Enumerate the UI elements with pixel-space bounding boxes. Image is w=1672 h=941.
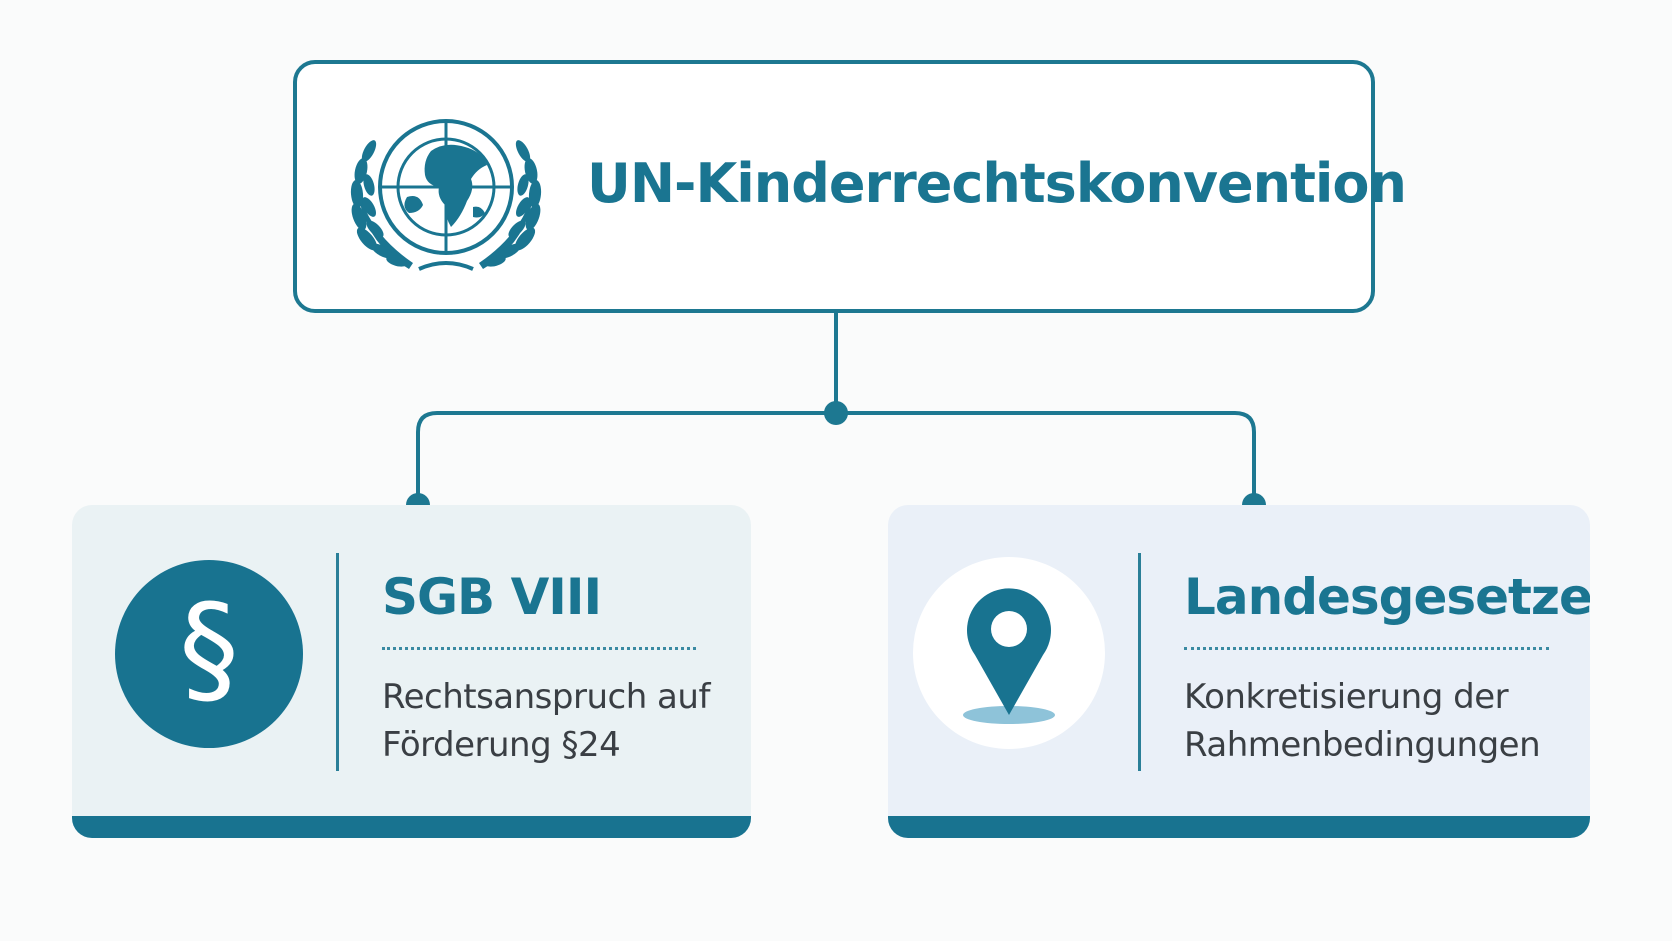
dotted-separator: [1184, 647, 1549, 650]
card-bottom-bar: [72, 816, 751, 838]
dotted-separator: [382, 647, 696, 650]
branch-title: Landesgesetze: [1184, 568, 1590, 626]
branch-description-line: Förderung §24: [382, 725, 621, 765]
paragraph-icon: §: [115, 560, 303, 748]
card-divider: [336, 553, 339, 771]
location-pin-icon: [913, 557, 1105, 749]
connector-branch: [416, 411, 1256, 505]
branch-description: Konkretisierung der Rahmenbedingungen: [1184, 673, 1574, 769]
root-node: UN-Kinderrechtskonvention: [293, 60, 1407, 313]
paragraph-symbol: §: [179, 580, 239, 719]
branch-card-sgb: § SGB VIII Rechtsanspruch auf Förderung …: [72, 505, 751, 838]
branch-card-landesgesetze: Landesgesetze Konkretisierung der Rahmen…: [888, 505, 1590, 838]
branch-description-line: Rahmenbedingungen: [1184, 725, 1541, 765]
connector-junction-dot: [824, 401, 848, 425]
card-bottom-bar: [888, 816, 1590, 838]
card-divider: [1138, 553, 1141, 771]
location-pin-glyph: [963, 588, 1055, 724]
un-emblem-icon: [350, 119, 542, 271]
branch-description-line: Rechtsanspruch auf: [382, 677, 710, 717]
branch-title: SGB VIII: [382, 568, 602, 626]
branch-description-line: Konkretisierung der: [1184, 677, 1509, 717]
root-title: UN-Kinderrechtskonvention: [587, 152, 1407, 215]
paragraph-glyph: §: [179, 580, 239, 719]
branch-description: Rechtsanspruch auf Förderung §24: [382, 673, 722, 769]
